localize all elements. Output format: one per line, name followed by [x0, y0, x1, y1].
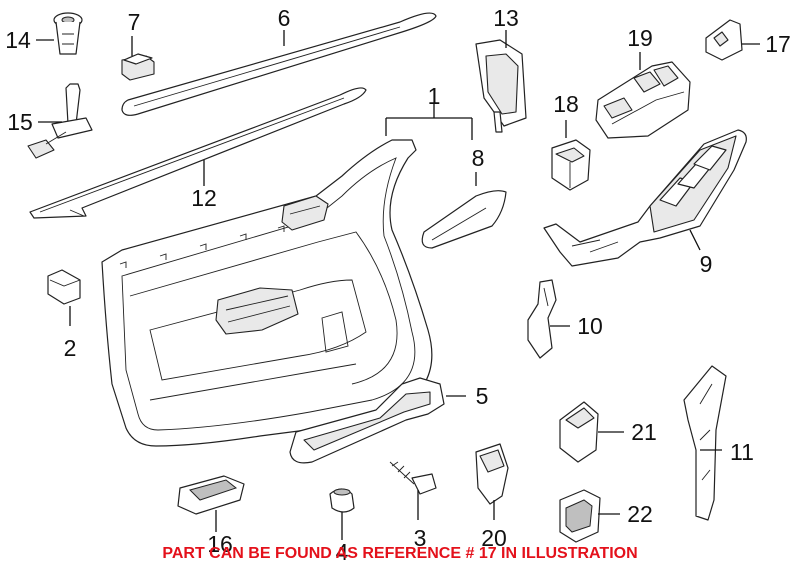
part-9-switch-panel — [543, 129, 747, 267]
callout-18: 18 — [553, 91, 579, 117]
callout-14: 14 — [5, 27, 31, 53]
callout-8: 8 — [472, 145, 485, 171]
part-18-switch — [551, 139, 591, 191]
part-8-trim-insert — [421, 190, 507, 249]
callout-13: 13 — [493, 5, 519, 31]
part-21-switch — [559, 401, 599, 463]
callout-4: 4 — [336, 539, 349, 565]
callout-11: 11 — [730, 439, 754, 465]
callout-1: 1 — [428, 83, 441, 109]
callout-15: 15 — [7, 109, 33, 135]
callout-3: 3 — [414, 525, 427, 551]
callout-2: 2 — [64, 335, 77, 361]
callout-12: 12 — [191, 185, 217, 211]
part-22-bezel — [559, 489, 601, 543]
callout-10: 10 — [577, 313, 603, 339]
callout-16: 16 — [207, 531, 233, 557]
part-16-handle-bezel — [177, 475, 245, 515]
part-4-clip — [329, 488, 355, 513]
callout-19: 19 — [627, 25, 653, 51]
callout-5: 5 — [476, 383, 489, 409]
part-10-bracket — [527, 279, 557, 359]
part-6-belt-molding — [121, 12, 437, 116]
part-19-switch-assembly — [595, 61, 691, 139]
reference-notice: PART CAN BE FOUND AS REFERENCE # 17 IN I… — [162, 545, 637, 562]
part-13-bracket — [475, 39, 527, 133]
callout-9: 9 — [700, 251, 713, 277]
callout-6: 6 — [278, 5, 291, 31]
callout-labels: 1 2 3 4 5 6 7 8 9 10 11 12 13 14 15 16 1… — [5, 5, 791, 565]
part-3-screw — [389, 461, 437, 495]
part-1-door-panel — [101, 139, 433, 447]
part-11-trim — [683, 365, 727, 521]
part-17-switch — [705, 19, 743, 61]
part-15-connector — [27, 83, 93, 159]
callout-17: 17 — [765, 31, 791, 57]
leader-lines — [36, 30, 760, 540]
part-7-clip — [121, 53, 155, 81]
part-14-push-clip — [53, 12, 83, 55]
part-12-window-seal — [29, 87, 367, 219]
callout-20: 20 — [481, 525, 507, 551]
part-5-pull-cup — [289, 377, 445, 464]
part-20-switch — [475, 443, 509, 505]
callout-7: 7 — [128, 9, 141, 35]
part-2-retainer — [47, 269, 81, 305]
callout-21: 21 — [631, 419, 657, 445]
callout-22: 22 — [627, 501, 653, 527]
